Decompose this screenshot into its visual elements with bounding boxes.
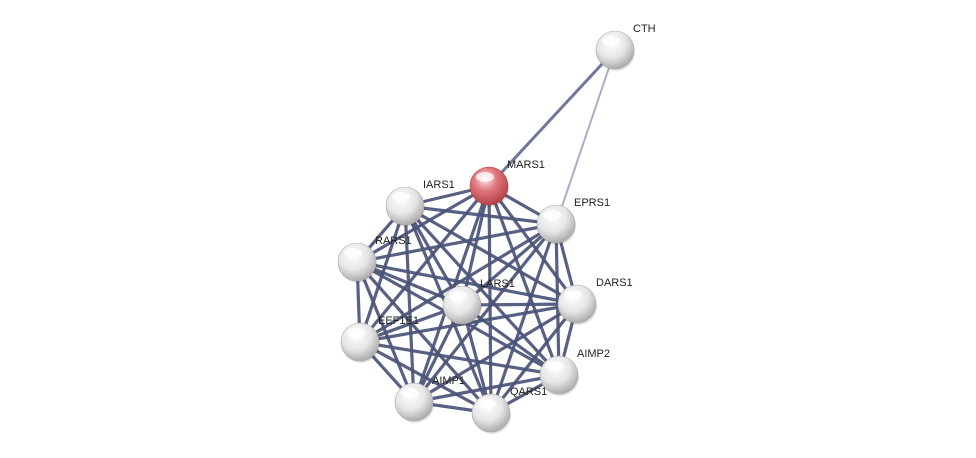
node-aimp2[interactable]: AIMP2 bbox=[539, 348, 610, 396]
node-label: EPRS1 bbox=[574, 197, 610, 209]
node-qars1[interactable]: QARS1 bbox=[471, 386, 547, 434]
edge-iars1-eprs1[interactable] bbox=[403, 204, 558, 226]
node-highlight bbox=[564, 290, 582, 300]
node-label: MARS1 bbox=[507, 159, 545, 171]
node-highlight bbox=[347, 328, 365, 338]
node-iars1[interactable]: IARS1 bbox=[385, 179, 455, 227]
node-label: LARS1 bbox=[480, 278, 515, 290]
node-label: EEF1E1 bbox=[378, 315, 419, 327]
edge-eprs1-lars1[interactable] bbox=[460, 222, 558, 307]
node-highlight bbox=[543, 210, 561, 220]
node-highlight bbox=[602, 36, 620, 46]
node-highlight bbox=[546, 361, 564, 371]
node-label: AIMP1 bbox=[432, 375, 465, 387]
edge-cth-mars1[interactable] bbox=[487, 48, 617, 188]
edge-rars1-dars1[interactable] bbox=[355, 260, 579, 306]
edge-cth-eprs1[interactable] bbox=[555, 49, 616, 225]
node-label: RARS1 bbox=[375, 235, 412, 247]
node-highlight bbox=[401, 388, 419, 398]
edge-eef1e1-qars1[interactable] bbox=[358, 340, 493, 415]
node-aimp1[interactable]: AIMP1 bbox=[394, 375, 465, 423]
node-dars1[interactable]: DARS1 bbox=[557, 277, 633, 325]
node-eef1e1[interactable]: EEF1E1 bbox=[340, 315, 419, 363]
node-highlight bbox=[392, 192, 410, 202]
node-rars1[interactable]: RARS1 bbox=[337, 235, 412, 283]
node-label: AIMP2 bbox=[577, 348, 610, 360]
edge-eprs1-aimp1[interactable] bbox=[412, 222, 558, 404]
node-label: QARS1 bbox=[510, 386, 547, 398]
edge-eprs1-rars1[interactable] bbox=[355, 222, 558, 264]
edge-eef1e1-aimp2[interactable] bbox=[358, 340, 561, 377]
node-cth[interactable]: CTH bbox=[595, 23, 656, 71]
node-highlight bbox=[478, 399, 496, 409]
node-label: CTH bbox=[633, 23, 656, 35]
node-highlight bbox=[449, 291, 467, 301]
edge-iars1-aimp2[interactable] bbox=[403, 204, 561, 377]
edge-lars1-aimp2[interactable] bbox=[460, 303, 561, 377]
edge-eprs1-qars1[interactable] bbox=[489, 222, 558, 415]
edge-iars1-dars1[interactable] bbox=[403, 204, 579, 306]
node-eprs1[interactable]: EPRS1 bbox=[536, 197, 610, 245]
edge-eprs1-eef1e1[interactable] bbox=[358, 222, 558, 344]
node-mars1[interactable]: MARS1 bbox=[469, 159, 545, 207]
node-highlight bbox=[344, 248, 362, 258]
node-label: IARS1 bbox=[423, 179, 455, 191]
edge-aimp2-aimp1[interactable] bbox=[412, 373, 561, 404]
edge-dars1-qars1[interactable] bbox=[489, 302, 579, 415]
node-highlight bbox=[476, 172, 494, 182]
node-lars1[interactable]: LARS1 bbox=[442, 278, 515, 326]
edge-rars1-qars1[interactable] bbox=[355, 260, 493, 415]
node-label: DARS1 bbox=[596, 277, 633, 289]
